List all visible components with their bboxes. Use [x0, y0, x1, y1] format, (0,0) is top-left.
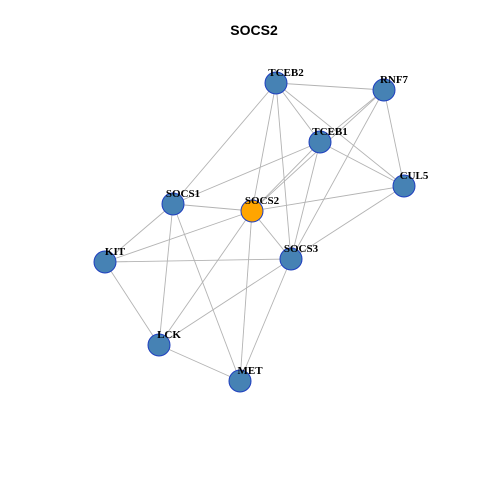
edge-socs2-met [239, 210, 253, 382]
graph-title: SOCS2 [230, 22, 278, 38]
node-label-met: MET [237, 365, 263, 377]
node-label-tceb2: TCEB2 [268, 67, 304, 79]
edge-socs1-met [172, 203, 241, 382]
edge-tceb1-socs1 [172, 141, 321, 205]
node-label-tceb1: TCEB1 [312, 126, 347, 138]
edge-cul5-socs3 [290, 185, 405, 260]
edge-rnf7-cul5 [383, 89, 405, 187]
edge-rnf7-socs3 [290, 89, 385, 260]
edge-tceb1-socs3 [290, 141, 321, 260]
node-label-cul5: CUL5 [400, 170, 429, 182]
node-rnf7 [372, 78, 396, 102]
node-socs3 [279, 247, 303, 271]
edge-kit-socs3 [104, 258, 292, 263]
edge-kit-lck [104, 261, 160, 346]
node-label-socs1: SOCS1 [166, 188, 200, 200]
edge-tceb2-socs1 [172, 82, 277, 205]
node-kit [93, 250, 117, 274]
edge-tceb2-rnf7 [275, 82, 385, 91]
edge-socs3-met [239, 258, 292, 382]
edge-socs2-lck [158, 210, 253, 346]
node-layer [93, 71, 416, 393]
node-label-kit: KIT [105, 246, 126, 258]
edge-cul5-socs2 [251, 185, 405, 212]
edge-tceb2-cul5 [275, 82, 405, 187]
node-tceb2 [264, 71, 288, 95]
node-label-rnf7: RNF7 [380, 74, 409, 86]
edge-socs1-kit [104, 203, 174, 263]
node-cul5 [392, 174, 416, 198]
node-socs2 [240, 199, 264, 223]
node-lck [147, 333, 171, 357]
edge-tceb2-socs2 [251, 82, 277, 212]
edge-tceb1-cul5 [319, 141, 405, 187]
edge-layer [104, 82, 405, 382]
node-tceb1 [308, 130, 332, 154]
node-socs1 [161, 192, 185, 216]
node-label-socs2: SOCS2 [245, 195, 280, 207]
node-met [228, 369, 252, 393]
edge-socs2-kit [104, 210, 253, 263]
edge-rnf7-tceb1 [319, 89, 385, 143]
edge-socs1-socs2 [172, 203, 253, 212]
node-label-socs3: SOCS3 [284, 243, 319, 255]
edge-tceb2-socs3 [275, 82, 292, 260]
edge-lck-met [158, 344, 241, 382]
edge-tceb2-tceb1 [275, 82, 321, 143]
edge-tceb1-socs2 [251, 141, 321, 212]
edge-socs3-lck [158, 258, 292, 346]
node-label-lck: LCK [157, 329, 181, 341]
edge-socs1-lck [158, 203, 174, 346]
